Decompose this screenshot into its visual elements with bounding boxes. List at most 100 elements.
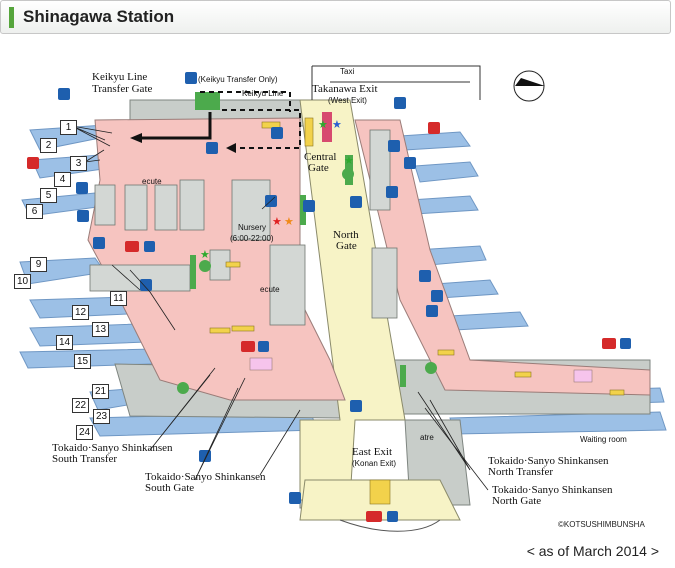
shop-block-4 — [179, 179, 205, 231]
wheelchair-icon — [144, 241, 155, 252]
green-star-icon: ★ — [200, 248, 210, 261]
right-block-2 — [371, 247, 398, 319]
wheelchair-icon — [258, 341, 269, 352]
track-number-13: 13 — [92, 322, 109, 337]
green-window-icon — [425, 362, 437, 374]
south-gate-label-2: South Gate — [145, 482, 195, 494]
toilet-icon — [602, 338, 616, 349]
right-block-1 — [369, 129, 391, 211]
keikyu-line-inner-label: Keikyu Line — [242, 89, 284, 98]
track-number-4: 4 — [54, 172, 71, 187]
escalator-access-icon — [77, 210, 89, 222]
shop-block-3 — [154, 184, 178, 231]
compass-north-arrow-icon — [513, 70, 545, 102]
wheelchair-icon — [620, 338, 631, 349]
red-star-icon: ★ — [272, 215, 282, 228]
track-number-24: 24 — [76, 425, 93, 440]
toilet-icon — [27, 157, 39, 169]
south-transfer-label-2: South Transfer — [52, 453, 118, 465]
track-number-22: 22 — [72, 398, 89, 413]
green-star-icon: ★ — [318, 118, 328, 131]
elevator-icon — [289, 492, 301, 504]
escalator-access-icon — [350, 400, 362, 412]
keikyu-gate-label-1: Keikyu Line — [92, 71, 148, 83]
ecute-bottom-label: ecute — [260, 285, 280, 294]
escalator-access-icon — [386, 186, 398, 198]
copyright-label: ©KOTSUSHIMBUNSHA — [558, 520, 645, 529]
north-transfer-label-1: Tokaido·Sanyo Shinkansen — [488, 455, 609, 467]
east-exit-konan-label: (Konan Exit) — [352, 459, 397, 468]
escalator-access-icon — [431, 290, 443, 302]
green-window-icon — [199, 260, 211, 272]
nursery-hours-label: (6:00-22:00) — [230, 234, 274, 243]
shop-block-2 — [124, 184, 148, 231]
keikyu-transfer-route — [200, 91, 301, 149]
track-number-3: 3 — [70, 156, 87, 171]
escalator-access-icon — [350, 196, 362, 208]
elevator-icon — [394, 97, 406, 109]
south-transfer-label-1: Tokaido·Sanyo Shinkansen — [52, 442, 173, 454]
platform-right-1 — [399, 131, 471, 151]
keikyu-gate-label-2: Transfer Gate — [92, 83, 153, 95]
taxi-label: Taxi — [340, 67, 355, 76]
green-window-icon — [342, 168, 354, 180]
track-number-21: 21 — [92, 384, 109, 399]
platform-right-6 — [449, 311, 529, 331]
north-gate-label-2: Gate — [336, 240, 357, 252]
keikyu-route-arrow — [140, 112, 212, 140]
escalator-access-icon — [271, 127, 283, 139]
escalator-access-icon — [93, 237, 105, 249]
page-header: Shinagawa Station — [0, 0, 671, 34]
north-concourse — [354, 119, 651, 396]
track-number-23: 23 — [93, 409, 110, 424]
station-map: ★ ★ ★ ★ ★ ★ — [19, 65, 667, 532]
keikyu-ticket-icon — [185, 72, 197, 84]
keikyu-gate-bar — [195, 92, 220, 110]
track-number-11: 11 — [110, 291, 127, 306]
track-number-1: 1 — [60, 120, 77, 135]
track-number-14: 14 — [56, 335, 73, 350]
waiting-room-label: Waiting room — [580, 435, 627, 444]
takanawa-west-label: (West Exit) — [328, 96, 367, 105]
shop-block-1 — [94, 184, 116, 226]
track-number-15: 15 — [74, 354, 91, 369]
elevator-icon — [140, 279, 152, 291]
shop-block-6 — [89, 264, 191, 292]
escalator-access-icon — [76, 182, 88, 194]
toilet-icon — [428, 122, 440, 134]
green-star-icon: ★ — [344, 154, 354, 167]
green-window-icon — [177, 382, 189, 394]
atre-label: atre — [420, 433, 434, 442]
escalator-access-icon — [303, 200, 315, 212]
header-accent-bar — [9, 7, 14, 28]
track-number-2: 2 — [40, 138, 57, 153]
keikyu-transfer-only-label: (Keikyu Transfer Only) — [198, 75, 278, 84]
ecute-top-label: ecute — [142, 177, 162, 186]
blue-star-icon: ★ — [332, 118, 342, 131]
escalator-access-icon — [404, 157, 416, 169]
takanawa-red-bar — [322, 112, 332, 142]
east-exit-label: East Exit — [352, 446, 393, 458]
elevator-icon — [58, 88, 70, 100]
north-gate-bar — [400, 365, 406, 387]
north-gate-shinkansen-label-1: Tokaido·Sanyo Shinkansen — [492, 484, 613, 496]
ecute-gate-bar — [190, 255, 196, 289]
wheelchair-icon — [387, 511, 398, 522]
track-number-9: 9 — [30, 257, 47, 272]
south-gate-label-1: Tokaido·Sanyo Shinkansen — [145, 471, 266, 483]
takanawa-exit-label: Takanawa Exit — [312, 83, 378, 95]
escalator-access-icon — [388, 140, 400, 152]
north-gate-shinkansen-label-2: North Gate — [492, 495, 542, 507]
as-of-date: < as of March 2014 > — [526, 543, 659, 559]
shinkansen-waiting-area — [249, 357, 273, 371]
escalator-access-icon — [419, 270, 431, 282]
track-number-6: 6 — [26, 204, 43, 219]
north-transfer-label-2: North Transfer — [488, 466, 554, 478]
toilet-icon — [366, 511, 382, 522]
nursery-label: Nursery — [238, 223, 267, 232]
page-title: Shinagawa Station — [23, 7, 175, 26]
taxi-area — [311, 65, 481, 100]
platform-right-2 — [414, 161, 479, 183]
platform-shinkansen-right — [449, 411, 667, 435]
toilet-icon — [125, 241, 139, 252]
